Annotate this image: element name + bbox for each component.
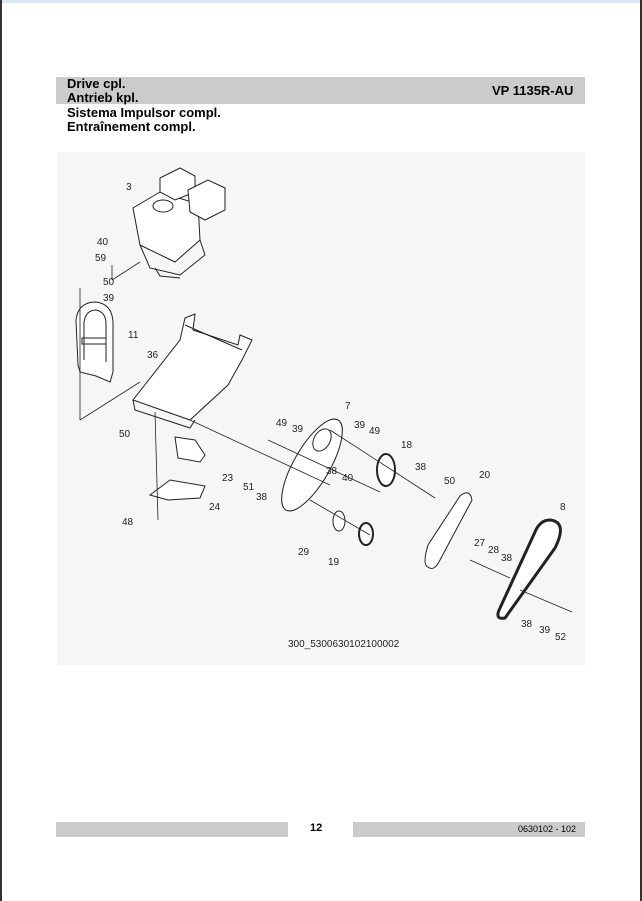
belt-guard-7-drawing [281, 418, 343, 512]
callout-label: 11 [128, 330, 139, 341]
callout-label: 50 [119, 429, 131, 440]
callout-label: 23 [222, 473, 234, 484]
guard-handle-drawing [75, 301, 114, 383]
callout-label: 38 [415, 462, 427, 473]
title-es: Sistema Impulsor compl. [67, 105, 221, 120]
callout-label: 7 [345, 401, 351, 412]
callout-label: 48 [122, 517, 134, 528]
drawing-id: 300_5300630102100002 [288, 639, 400, 650]
callout-label: 59 [95, 253, 107, 264]
bracket-23-drawing [174, 436, 206, 463]
v-belt-20-drawing [424, 492, 473, 569]
belt-cover-8-drawing [496, 518, 562, 620]
title-de: Antrieb kpl. [67, 90, 139, 105]
callout-label: 18 [401, 440, 413, 451]
assembly-lines [79, 261, 573, 613]
callout-label: 8 [560, 502, 566, 513]
clutch-18-drawing [376, 453, 396, 487]
callout-label: 38 [521, 619, 533, 630]
pulley-19-drawing [358, 522, 374, 546]
engine-drawing [132, 167, 226, 279]
callout-label: 38 [501, 553, 513, 564]
callout-label: 49 [276, 418, 288, 429]
callout-label: 40 [97, 237, 109, 248]
callout-label: 49 [369, 426, 381, 437]
callout-label: 38 [326, 466, 338, 477]
washer-29-drawing [332, 510, 346, 532]
frame-drawing [132, 313, 253, 429]
callout-label: 50 [103, 277, 115, 288]
callout-label: 39 [539, 625, 551, 636]
callout-label: 50 [444, 476, 456, 487]
callout-label: 29 [298, 547, 310, 558]
callout-labels: 3405950391136502351382448493973949183840… [95, 182, 567, 643]
page-edge-left [0, 0, 2, 901]
callout-label: 20 [479, 470, 491, 481]
callout-label: 38 [256, 492, 268, 503]
callout-label: 19 [328, 557, 340, 568]
document-number: 0630102 - 102 [517, 824, 576, 834]
callout-label: 27 [474, 538, 486, 549]
callout-label: 28 [488, 545, 500, 556]
callout-label: 3 [126, 182, 132, 193]
callout-label: 40 [342, 473, 354, 484]
callout-label: 24 [209, 502, 221, 513]
page-edge-right [640, 0, 642, 901]
window-top-strip [0, 0, 642, 3]
callout-label: 39 [354, 420, 366, 431]
title-fr: Entraînement compl. [67, 119, 196, 134]
footer-bar-left [56, 822, 288, 837]
callout-label: 51 [243, 482, 255, 493]
title-en: Drive cpl. [67, 76, 126, 91]
model-name: VP 1135R-AU [492, 83, 574, 98]
header-bar [56, 77, 585, 104]
plate-24-drawing [148, 479, 206, 501]
page-number: 12 [310, 822, 323, 834]
footer-bar-right [353, 822, 585, 837]
callout-label: 52 [555, 632, 567, 643]
callout-label: 36 [147, 350, 159, 361]
callout-label: 39 [103, 293, 115, 304]
callout-label: 39 [292, 424, 304, 435]
